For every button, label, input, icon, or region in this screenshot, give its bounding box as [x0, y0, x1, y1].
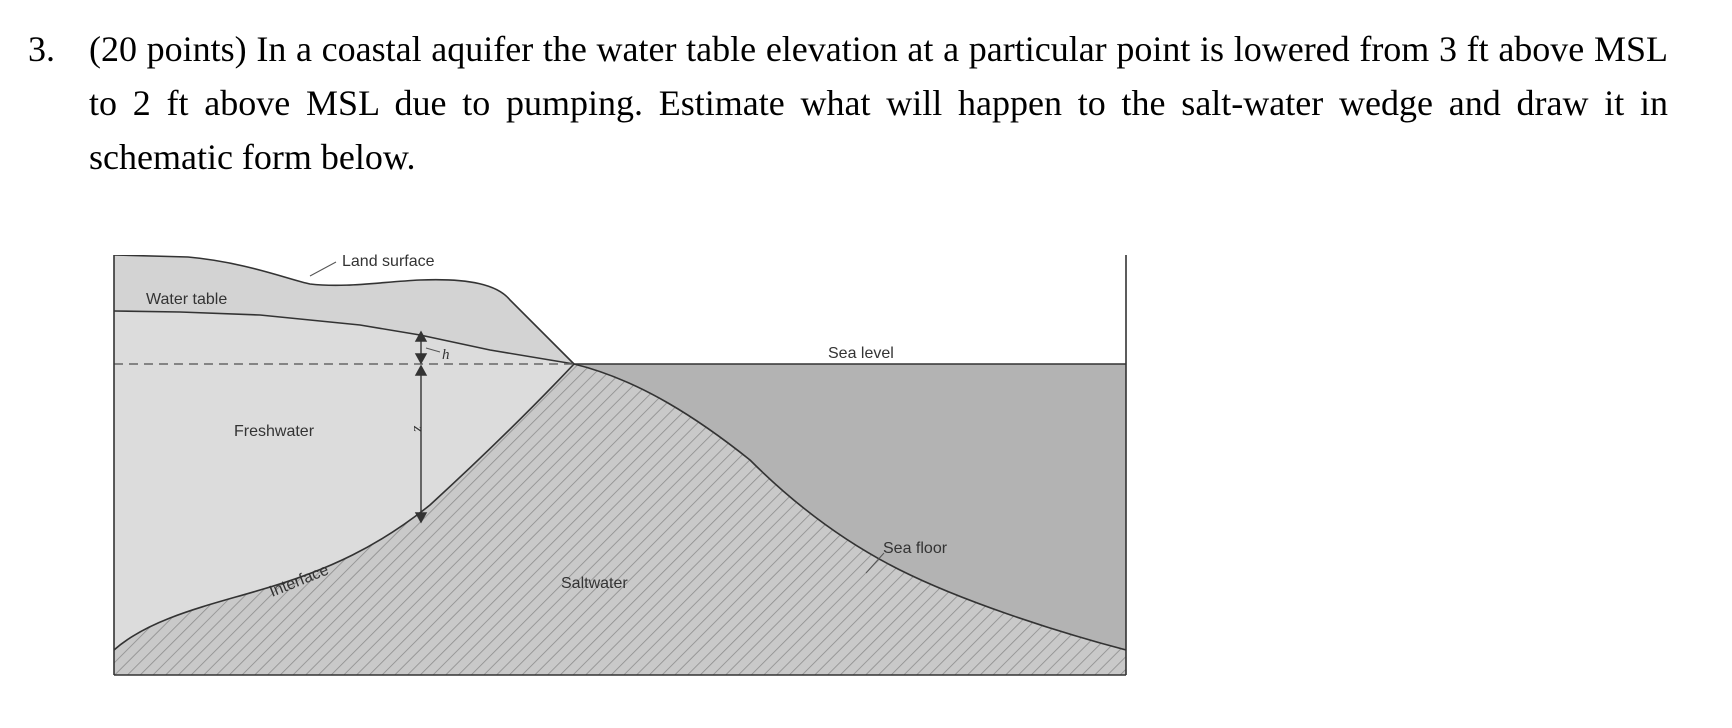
land-surface-line	[114, 255, 575, 365]
land-above-water-table	[114, 255, 574, 364]
interface-line	[114, 363, 575, 651]
z-dimension-arrow	[414, 364, 428, 524]
question-text: (20 points) In a coastal aquifer the wat…	[89, 29, 1668, 177]
h-dimension-arrow	[414, 330, 428, 365]
freshwater-zone	[114, 311, 574, 650]
sea-floor-line	[573, 363, 1126, 651]
question-block: 3. (20 points) In a coastal aquifer the …	[28, 22, 1668, 184]
land-surface-leader	[309, 261, 337, 277]
question-number: 3.	[28, 29, 55, 69]
water-table-label: Water table	[146, 291, 227, 308]
h-variable-label: h	[442, 347, 450, 363]
h-leader	[425, 347, 441, 353]
sea-floor-label: Sea floor	[883, 540, 948, 557]
water-table-line	[114, 310, 575, 365]
freshwater-label: Freshwater	[234, 423, 315, 440]
sea-level-label: Sea level	[828, 345, 894, 362]
saltwater-hatch	[114, 364, 1126, 675]
land-surface-label: Land surface	[342, 253, 435, 270]
saltwater-label: Saltwater	[561, 575, 628, 592]
z-variable-label: z	[410, 425, 426, 432]
sea-floor-leader	[865, 552, 885, 574]
